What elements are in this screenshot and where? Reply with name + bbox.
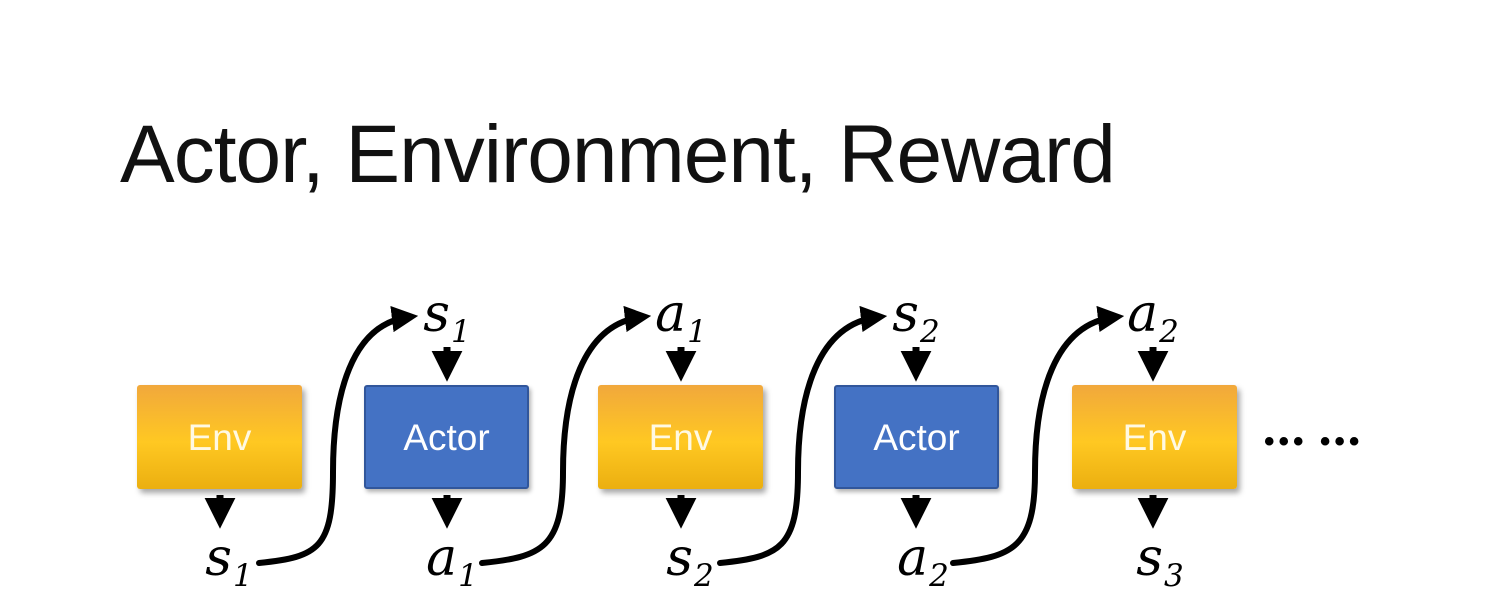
env-box-1-label: Env: [187, 416, 252, 458]
slide-title: Actor, Environment, Reward: [120, 109, 1116, 200]
top-label-s2-sub: 2: [919, 314, 940, 350]
bottom-label-a2-base: a: [897, 528, 929, 588]
env-box-2: Env: [598, 385, 763, 489]
env-box-3: Env: [1072, 385, 1237, 489]
bottom-label-s3-sub: 3: [1163, 558, 1184, 594]
top-label-s1-base: s: [423, 284, 450, 344]
top-label-s1-sub: 1: [450, 314, 471, 350]
top-label-a2-sub: 2: [1159, 314, 1179, 350]
bottom-label-s1-base: s: [205, 528, 232, 588]
bottom-label-a1-sub: 1: [458, 558, 478, 594]
env-box-2-label: Env: [648, 416, 713, 458]
env-box-1: Env: [137, 385, 302, 489]
actor-box-1-label: Actor: [403, 416, 490, 458]
top-label-a2: a2: [1127, 288, 1179, 348]
top-label-a1-sub: 1: [687, 314, 707, 350]
bottom-label-s1-sub: 1: [232, 558, 253, 594]
top-label-s2: s2: [892, 288, 939, 348]
bottom-label-s1: s1: [205, 532, 252, 592]
bottom-label-s2-base: s: [666, 528, 693, 588]
bottom-label-s3: s3: [1136, 532, 1183, 592]
actor-box-2: Actor: [834, 385, 999, 489]
top-label-a1: a1: [655, 288, 707, 348]
bottom-label-s3-base: s: [1136, 528, 1163, 588]
continuation-ellipsis: ••• •••: [1264, 425, 1364, 458]
bottom-label-a1-base: a: [426, 528, 458, 588]
bottom-label-a2-sub: 2: [929, 558, 949, 594]
bottom-label-a1: a1: [426, 532, 478, 592]
actor-box-2-label: Actor: [873, 416, 960, 458]
bottom-label-s2: s2: [666, 532, 713, 592]
top-label-s1: s1: [423, 288, 470, 348]
actor-box-1: Actor: [364, 385, 529, 489]
env-box-3-label: Env: [1122, 416, 1187, 458]
bottom-label-s2-sub: 2: [693, 558, 714, 594]
top-label-s2-base: s: [892, 284, 919, 344]
top-label-a2-base: a: [1127, 284, 1159, 344]
bottom-label-a2: a2: [897, 532, 949, 592]
top-label-a1-base: a: [655, 284, 687, 344]
